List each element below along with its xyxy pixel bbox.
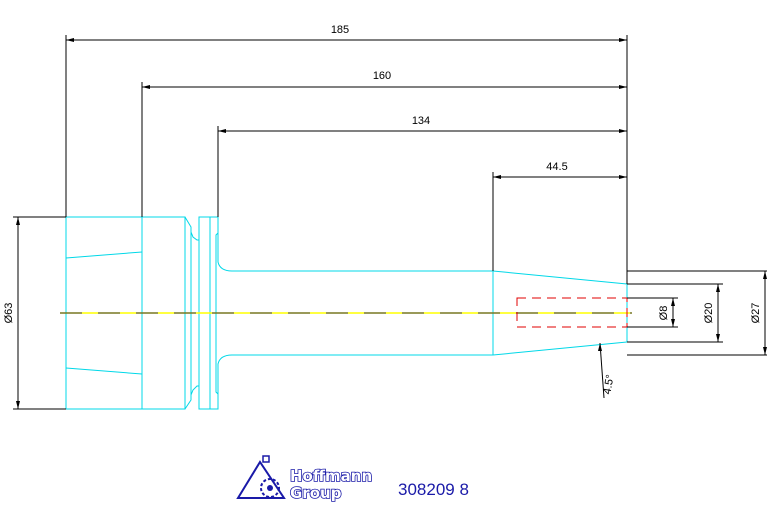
logo-line-1: Hoffmann: [290, 467, 372, 485]
part-number: 308209 8: [398, 480, 469, 499]
hoffmann-group-logo: Hoffmann Group: [236, 455, 373, 503]
dim-overall-length: 185: [331, 24, 349, 36]
dimension-lines: [13, 35, 767, 410]
logo-line-2: Group: [290, 484, 342, 502]
cone-inner-bottom: [65, 367, 143, 375]
taper-top: [492, 270, 628, 285]
neck-fillet-bottom: [217, 354, 493, 394]
dim-taper-length: 44.5: [546, 161, 567, 173]
dim-taper-angle: 4.5°: [601, 374, 616, 395]
dimension-arrows: [16, 38, 767, 409]
hidden-bore: [516, 297, 628, 328]
dim-length-134: 134: [412, 115, 430, 127]
taper-bottom: [492, 341, 628, 356]
logo-gear-icon: [260, 478, 280, 498]
dim-bore-diameter: Ø8: [658, 306, 670, 321]
logo-triangle-icon: [236, 460, 286, 499]
neck-fillet: [217, 233, 493, 272]
dim-body-diameter: Ø63: [3, 303, 15, 324]
dim-taper-diameter: Ø27: [750, 303, 762, 324]
dim-length-160: 160: [373, 70, 391, 82]
dim-tip-diameter: Ø20: [703, 303, 715, 324]
cone-inner-top: [65, 251, 143, 259]
